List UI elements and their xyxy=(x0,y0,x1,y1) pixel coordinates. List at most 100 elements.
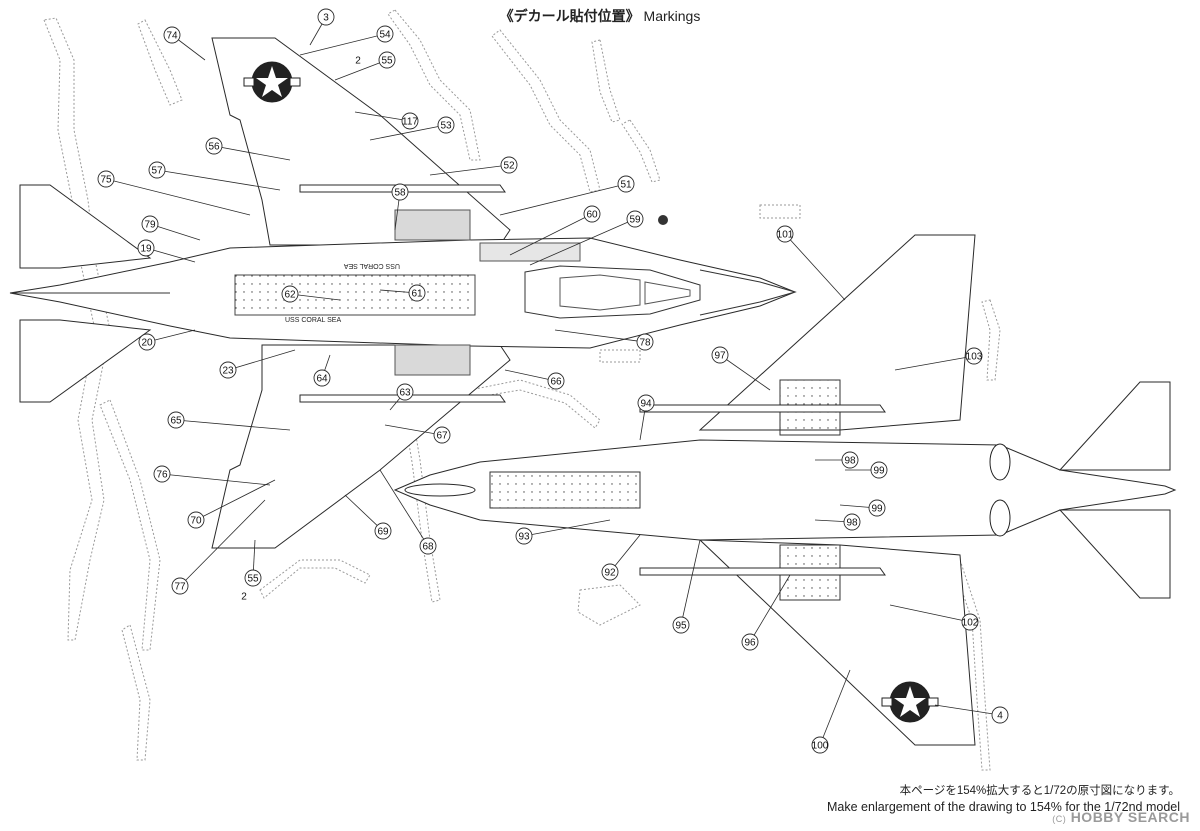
callout-circle xyxy=(396,383,414,401)
leader-line xyxy=(369,124,447,141)
callout-top-79: 79 xyxy=(144,220,156,231)
callout-top-78: 78 xyxy=(639,338,651,349)
callout-circle xyxy=(741,633,759,651)
callout-circle xyxy=(841,451,859,469)
callout-circle xyxy=(547,372,565,390)
callout-bottom-103: 103 xyxy=(966,352,983,363)
callout-circle xyxy=(244,569,262,587)
callout-top-74: 74 xyxy=(166,31,178,42)
uss-coral-sea-top: USS CORAL SEA xyxy=(344,262,400,269)
grey-panel xyxy=(394,209,471,241)
callout-top-70: 70 xyxy=(190,516,202,527)
callout-top-55: 55 xyxy=(247,574,259,585)
leader-line xyxy=(156,169,281,191)
watermark-brand: HOBBY SEARCH xyxy=(1070,809,1190,825)
leader-line xyxy=(819,669,851,746)
callout-top-2: 2 xyxy=(355,56,361,67)
callout-circle xyxy=(138,333,156,351)
leader-line xyxy=(334,59,388,81)
decal-outline xyxy=(137,19,183,106)
leader-line xyxy=(175,419,291,431)
callout-circle xyxy=(583,205,601,223)
page-title: 《デカール貼付位置》 Markings xyxy=(0,6,1200,26)
callout-circle xyxy=(281,285,299,303)
decal-outline xyxy=(491,29,601,193)
callout-bottom-93: 93 xyxy=(518,532,530,543)
bottom-stabilator-lower xyxy=(1058,509,1171,599)
decal-outline xyxy=(99,399,161,651)
decal-outline xyxy=(577,584,641,626)
callout-circle xyxy=(868,499,886,517)
callout-circle xyxy=(141,215,159,233)
leader-line xyxy=(784,233,846,301)
callout-circle xyxy=(187,511,205,529)
leader-line xyxy=(227,349,296,371)
callout-top-65: 65 xyxy=(170,416,182,427)
callout-bottom-96: 96 xyxy=(744,638,756,649)
decal-outline xyxy=(591,39,621,123)
leader-line xyxy=(504,369,557,382)
bottom-fuselage xyxy=(393,439,1177,541)
callout-circle xyxy=(811,736,829,754)
callout-top-20: 20 xyxy=(141,338,153,349)
insignia-star xyxy=(894,686,926,717)
callout-top-60: 60 xyxy=(586,210,598,221)
callout-top-68: 68 xyxy=(422,542,434,553)
callout-circle xyxy=(961,613,979,631)
callout-top-23: 23 xyxy=(222,366,234,377)
callout-circle xyxy=(515,527,533,545)
callout-top-76: 76 xyxy=(156,470,168,481)
canopy xyxy=(524,265,701,319)
leader-line xyxy=(213,145,291,161)
callout-circle xyxy=(219,361,237,379)
callout-top-64: 64 xyxy=(316,374,328,385)
callout-top-57: 57 xyxy=(151,166,163,177)
decal-outline xyxy=(621,119,661,183)
callout-circle xyxy=(317,8,335,26)
callout-bottom-92: 92 xyxy=(604,568,616,579)
decal-outline xyxy=(387,9,481,161)
marker-dot xyxy=(658,215,668,225)
bottom-view-aircraft xyxy=(393,234,1177,746)
title-japanese: 《デカール貼付位置》 xyxy=(499,8,640,24)
hobby-search-watermark: (C) HOBBY SEARCH xyxy=(1052,809,1190,825)
callout-circle xyxy=(153,465,171,483)
leader-line xyxy=(299,33,386,56)
callout-circle xyxy=(870,461,888,479)
title-english: Markings xyxy=(643,8,701,24)
callout-top-54: 54 xyxy=(379,30,391,41)
leader-line xyxy=(429,164,510,176)
leader-line xyxy=(161,473,271,486)
leader-line xyxy=(354,111,411,122)
callout-circle xyxy=(205,137,223,155)
callout-circle xyxy=(843,513,861,531)
spine-panel xyxy=(234,274,476,316)
callout-top-63: 63 xyxy=(399,388,411,399)
callout-circle xyxy=(637,394,655,412)
callout-top-19: 19 xyxy=(140,244,152,255)
callout-circle xyxy=(167,411,185,429)
insignia-star xyxy=(256,66,288,97)
callout-top-51: 51 xyxy=(620,180,632,191)
decal-outline xyxy=(259,559,371,599)
callout-circle xyxy=(171,577,189,595)
watermark-mark: (C) xyxy=(1052,814,1067,824)
callout-circle xyxy=(401,112,419,130)
callout-circle xyxy=(617,175,635,193)
leader-line xyxy=(680,539,701,626)
callout-circle xyxy=(776,225,794,243)
leader-line xyxy=(179,499,266,587)
enlargement-note-jp: 本ページを154%拡大すると1/72の原寸図になります。 xyxy=(899,785,1180,797)
leader-line xyxy=(934,704,1001,716)
leader-line xyxy=(499,183,627,216)
leader-line xyxy=(105,178,251,216)
callout-circle xyxy=(419,537,437,555)
callout-top-58: 58 xyxy=(394,188,406,199)
callout-circle xyxy=(376,25,394,43)
callout-circle xyxy=(965,347,983,365)
enlargement-note-en: Make enlargement of the drawing to 154% … xyxy=(827,800,1180,814)
callout-bottom-95: 95 xyxy=(675,621,687,632)
right-stabilator xyxy=(19,319,152,403)
callout-bottom-101: 101 xyxy=(777,230,794,241)
